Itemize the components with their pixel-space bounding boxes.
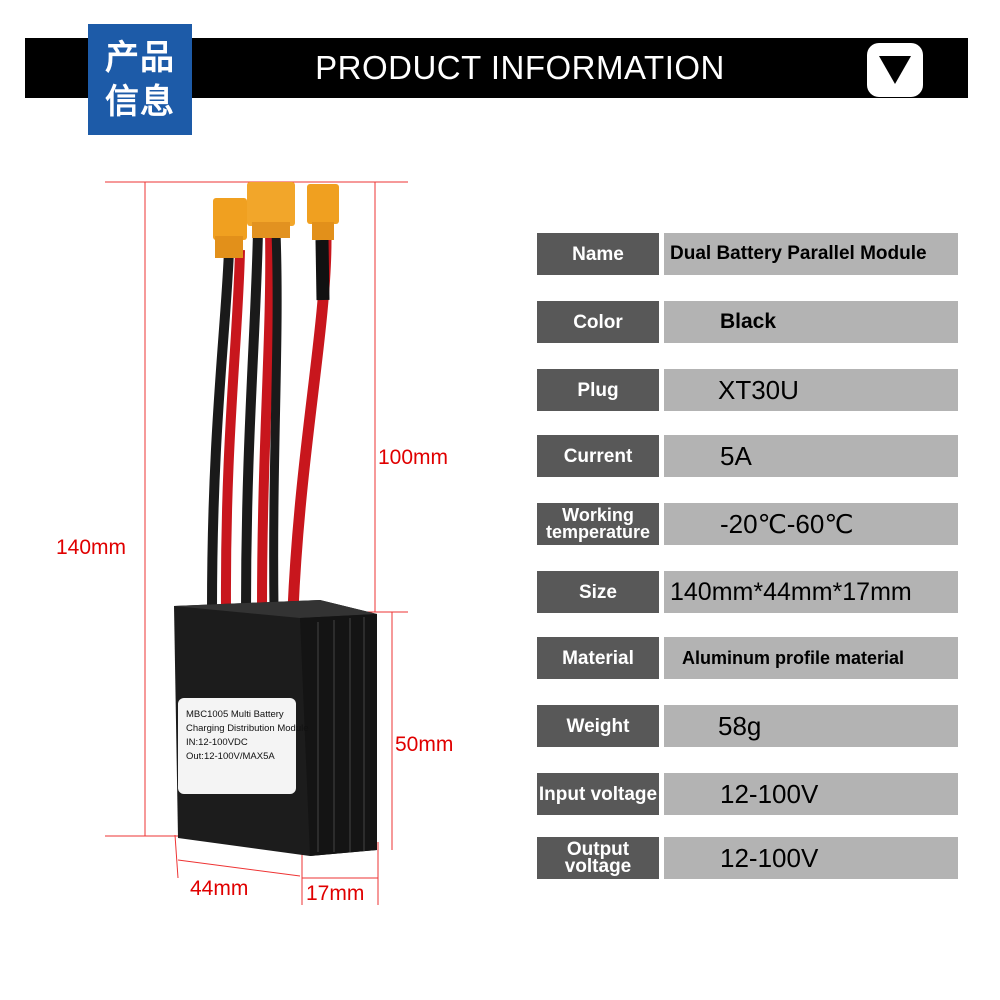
sticker-line: IN:12-100VDC [186, 737, 248, 748]
spec-value-size: 140mm*44mm*17mm [664, 571, 958, 613]
spec-label-current: Current [537, 435, 659, 477]
badge-line2: 信息 [105, 81, 175, 122]
down-triangle-icon [867, 43, 923, 97]
dim-body-height: 50mm [395, 733, 454, 756]
spec-label-working-temperature: Working temperature [537, 503, 659, 545]
product-sticker: MBC1005 Multi Battery Charging Distribut… [186, 708, 309, 764]
sticker-line: MBC1005 Multi Battery [186, 709, 284, 720]
dim-total-height: 140mm [56, 536, 127, 559]
spec-value-working-temperature: -20℃-60℃ [664, 503, 958, 545]
product-illustration [105, 181, 408, 905]
sticker-line: Charging Distribution Module [186, 723, 309, 734]
spec-value-current: 5A [664, 435, 958, 477]
spec-label-color: Color [537, 301, 659, 343]
spec-label-plug: Plug [537, 369, 659, 411]
spec-label-output-voltage: Output voltage [537, 837, 659, 879]
spec-value-input-voltage: 12-100V [664, 773, 958, 815]
spec-label-name: Name [537, 233, 659, 275]
page-title: PRODUCT INFORMATION [315, 49, 725, 86]
spec-value-output-voltage: 12-100V [664, 837, 958, 879]
dim-thickness: 17mm [306, 882, 365, 905]
dim-width: 44mm [190, 877, 249, 900]
spec-value-weight: 58g [664, 705, 958, 747]
header-badge: 产品 信息 [88, 24, 192, 135]
spec-label-material: Material [537, 637, 659, 679]
spec-label-weight: Weight [537, 705, 659, 747]
spec-value-material: Aluminum profile material [664, 637, 958, 679]
dim-cable-length: 100mm [378, 446, 449, 469]
spec-value-name: Dual Battery Parallel Module [664, 233, 958, 275]
spec-label-input-voltage: Input voltage [537, 773, 659, 815]
spec-value-plug: XT30U [664, 369, 958, 411]
spec-label-size: Size [537, 571, 659, 613]
spec-value-color: Black [664, 301, 958, 343]
sticker-line: Out:12-100V/MAX5A [186, 751, 275, 762]
badge-line1: 产品 [105, 37, 175, 78]
